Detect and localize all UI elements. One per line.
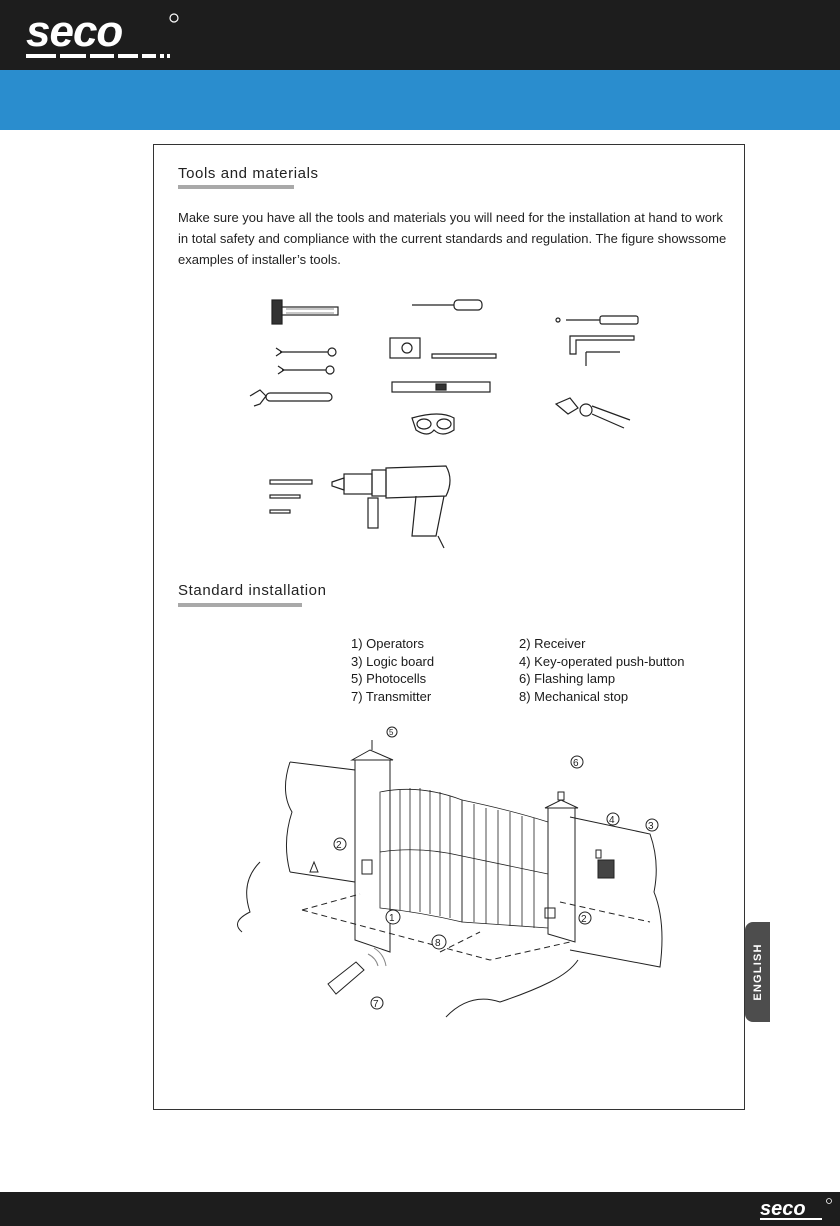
svg-text:seco: seco bbox=[26, 8, 122, 56]
allen-key-icon bbox=[569, 335, 635, 366]
tools-section-title: Tools and materials bbox=[178, 165, 319, 182]
install-section-title: Standard installation bbox=[178, 582, 327, 599]
language-tab-label: ENGLISH bbox=[751, 943, 764, 1001]
legend-item-logic-board: 3) Logic board bbox=[351, 653, 435, 669]
legend-item-transmitter: 7) Transmitter bbox=[351, 688, 432, 704]
svg-text:8: 8 bbox=[435, 938, 441, 949]
hammer-icon bbox=[271, 299, 339, 325]
installer-tools-illustration bbox=[249, 299, 639, 549]
svg-text:3: 3 bbox=[648, 821, 654, 832]
tools-intro-text: Make sure you have all the tools and mat… bbox=[178, 210, 727, 267]
legend-row: 1) Operators 2) Receiver bbox=[351, 635, 711, 653]
language-tab[interactable]: ENGLISH bbox=[745, 922, 770, 1022]
spirit-level-icon bbox=[391, 381, 491, 393]
seco-logo: seco bbox=[26, 8, 179, 58]
content-frame bbox=[153, 144, 745, 1110]
svg-text:4: 4 bbox=[609, 815, 615, 826]
tape-measure-icon bbox=[389, 337, 497, 359]
transmitter-remote-icon bbox=[327, 947, 387, 995]
adjustable-wrench-icon bbox=[249, 389, 333, 407]
components-legend: 1) Operators 2) Receiver 3) Logic board … bbox=[351, 635, 711, 705]
header-band bbox=[0, 70, 840, 130]
gate-leaves bbox=[379, 788, 549, 929]
power-drill-icon bbox=[331, 465, 451, 549]
header-bar bbox=[0, 0, 840, 70]
key-button bbox=[595, 849, 602, 859]
precision-screwdriver-icon bbox=[555, 315, 639, 325]
seco-logo-footer: seco bbox=[760, 1198, 832, 1220]
svg-text:seco: seco bbox=[760, 1198, 806, 1220]
svg-text:1: 1 bbox=[389, 913, 395, 924]
legend-item-receiver: 2) Receiver bbox=[519, 636, 586, 651]
legend-item-photocells: 5) Photocells bbox=[351, 671, 427, 686]
legend-row: 5) Photocells 6) Flashing lamp bbox=[351, 670, 711, 688]
operator-arm-right bbox=[544, 907, 556, 919]
legend-item-mechanical-stop: 8) Mechanical stop bbox=[519, 688, 629, 704]
svg-text:6: 6 bbox=[573, 758, 579, 769]
logic-board-box bbox=[597, 859, 615, 879]
safety-goggles-icon bbox=[411, 413, 455, 435]
svg-text:2: 2 bbox=[581, 914, 587, 925]
install-title-underline bbox=[178, 603, 302, 607]
svg-text:7: 7 bbox=[373, 999, 379, 1010]
screwdriver-icon bbox=[412, 299, 483, 311]
footer-bar bbox=[0, 1192, 840, 1226]
legend-item-key-button: 4) Key-operated push-button bbox=[519, 653, 685, 669]
legend-row: 7) Transmitter 8) Mechanical stop bbox=[351, 688, 711, 706]
legend-item-operators: 1) Operators bbox=[351, 636, 424, 651]
crimping-pliers-icon bbox=[554, 397, 631, 429]
gate-installation-diagram: 1 2 2 3 4 5 6 7 8 bbox=[237, 726, 663, 1018]
callout-markers: 1 2 2 3 4 5 6 7 8 bbox=[333, 726, 659, 1010]
svg-text:5: 5 bbox=[389, 728, 394, 737]
legend-row: 3) Logic board 4) Key-operated push-butt… bbox=[351, 653, 711, 671]
operator-arm-left bbox=[361, 859, 373, 875]
legend-item-flashing-lamp: 6) Flashing lamp bbox=[519, 671, 616, 686]
spanner-icon bbox=[275, 347, 337, 357]
right-pillar bbox=[544, 791, 579, 943]
left-pillar bbox=[350, 740, 394, 953]
tools-title-underline bbox=[178, 185, 294, 189]
drill-bits-icon bbox=[269, 479, 313, 514]
svg-text:2: 2 bbox=[336, 840, 342, 851]
spanner-icon-2 bbox=[277, 365, 335, 375]
